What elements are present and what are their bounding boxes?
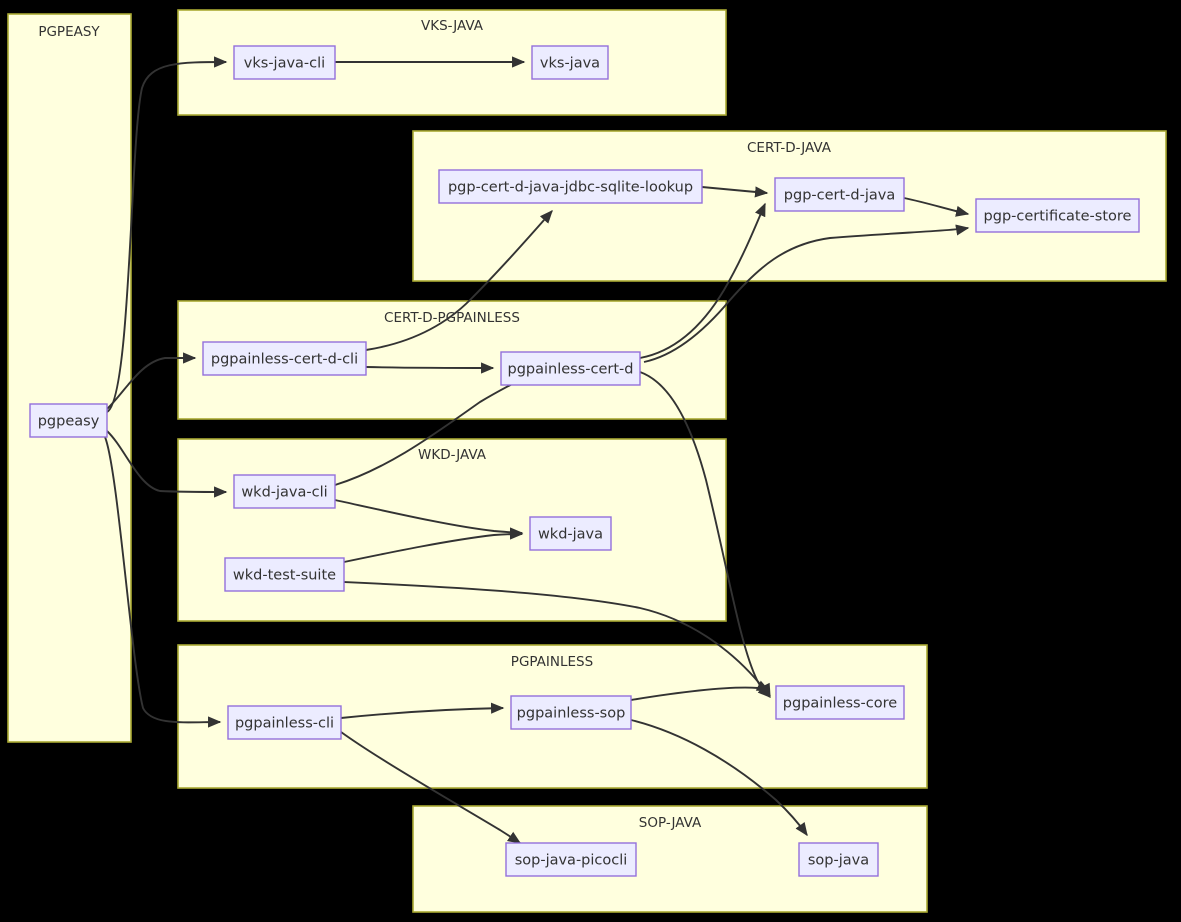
node-box-pgp-cert-d-java[interactable] (774, 177, 905, 212)
edge-pgpainless-cli-to-pgpainless-sop (340, 702, 505, 719)
edge-pgp-cert-d-java-jdbc-sqlite-lookup-to-pgp-cert-d-java (701, 186, 769, 198)
node-wkd-java-cli[interactable]: wkd-java-cli (233, 474, 336, 509)
edge-pgpeasy-to-pgpainless-cli (104, 436, 222, 728)
node-label-pgpeasy: pgpeasy (38, 414, 100, 430)
cluster-box-wkd-java (177, 438, 727, 622)
edge-pgpainless-cert-d-to-pgp-cert-d-java (639, 202, 766, 359)
edge-wkd-test-suite-to-wkd-java (343, 528, 524, 563)
node-label-pgp-cert-d-java: pgp-cert-d-java (784, 188, 895, 204)
node-pgp-certificate-store[interactable]: pgp-certificate-store (975, 198, 1140, 233)
node-label-pgp-certificate-store: pgp-certificate-store (984, 209, 1132, 225)
node-sop-java-picocli[interactable]: sop-java-picocli (505, 842, 637, 877)
node-pgpainless-cert-d[interactable]: pgpainless-cert-d (500, 351, 641, 386)
node-pgp-cert-d-java[interactable]: pgp-cert-d-java (774, 177, 905, 212)
node-label-pgpainless-cli: pgpainless-cli (235, 716, 334, 732)
edge-pgpainless-cert-d-cli-to-pgp-cert-d-java-jdbc-sqlite-lookup (365, 210, 553, 351)
edge-pgpainless-cli-to-sop-java-picocli (340, 731, 522, 844)
cluster-label-sop-java: SOP-JAVA (639, 815, 702, 831)
node-pgpeasy[interactable]: pgpeasy (29, 403, 108, 438)
node-box-pgpainless-sop[interactable] (510, 695, 632, 730)
node-box-sop-java[interactable] (798, 842, 879, 877)
node-pgpainless-cert-d-cli[interactable]: pgpainless-cert-d-cli (202, 341, 367, 376)
node-box-pgpainless-cli[interactable] (227, 705, 342, 740)
edge-pgpeasy-to-pgpainless-cert-d-cli (106, 352, 197, 410)
node-wkd-test-suite[interactable]: wkd-test-suite (224, 557, 345, 592)
node-label-wkd-java: wkd-java (538, 527, 603, 543)
node-label-sop-java-picocli: sop-java-picocli (515, 853, 628, 869)
node-label-vks-java-cli: vks-java-cli (244, 56, 325, 72)
cluster-label-cert-d-java: CERT-D-JAVA (747, 140, 832, 156)
edge-pgpainless-sop-to-sop-java (630, 719, 808, 837)
node-pgpainless-core[interactable]: pgpainless-core (775, 685, 905, 720)
cluster-label-cert-d-pgpainless: CERT-D-PGPAINLESS (384, 310, 520, 326)
node-box-pgp-cert-d-java-jdbc-sqlite-lookup[interactable] (438, 169, 703, 204)
node-box-pgpeasy[interactable] (29, 403, 108, 438)
node-box-vks-java-cli[interactable] (233, 45, 336, 80)
node-box-sop-java-picocli[interactable] (505, 842, 637, 877)
node-box-wkd-java[interactable] (529, 516, 612, 551)
node-box-wkd-test-suite[interactable] (224, 557, 345, 592)
cluster-label-vks-java: VKS-JAVA (421, 18, 484, 34)
cluster-pgpeasy: PGPEASY (7, 13, 132, 743)
node-vks-java[interactable]: vks-java (531, 45, 609, 80)
node-vks-java-cli[interactable]: vks-java-cli (233, 45, 336, 80)
node-pgp-cert-d-java-jdbc-sqlite-lookup[interactable]: pgp-cert-d-java-jdbc-sqlite-lookup (438, 169, 703, 204)
edge-pgpainless-sop-to-pgpainless-core (630, 680, 771, 701)
cluster-wkd-java: WKD-JAVA (177, 438, 727, 622)
node-box-pgpainless-cert-d[interactable] (500, 351, 641, 386)
node-label-vks-java: vks-java (540, 56, 600, 72)
edge-pgpainless-cert-d-to-pgp-certificate-store (643, 224, 970, 363)
node-box-wkd-java-cli[interactable] (233, 474, 336, 509)
cluster-box-pgpeasy (7, 13, 132, 743)
node-label-wkd-test-suite: wkd-test-suite (233, 568, 336, 584)
nodes-layer: pgpeasy vks-java-cli vks-java pgp-cert-d-ja… (29, 45, 1140, 877)
node-pgpainless-cli[interactable]: pgpainless-cli (227, 705, 342, 740)
node-box-pgpainless-core[interactable] (775, 685, 905, 720)
node-box-pgpainless-cert-d-cli[interactable] (202, 341, 367, 376)
node-label-pgpainless-core: pgpainless-core (783, 696, 897, 712)
node-label-pgpainless-cert-d: pgpainless-cert-d (508, 362, 634, 378)
cluster-label-wkd-java: WKD-JAVA (418, 447, 487, 463)
edge-pgp-cert-d-java-to-pgp-certificate-store (903, 197, 970, 217)
node-wkd-java[interactable]: wkd-java (529, 516, 612, 551)
node-label-pgpainless-sop: pgpainless-sop (517, 706, 626, 722)
edges-layer (104, 56, 970, 844)
node-label-wkd-java-cli: wkd-java-cli (241, 485, 327, 501)
node-sop-java[interactable]: sop-java (798, 842, 879, 877)
edge-pgpeasy-to-vks-java-cli (106, 56, 228, 413)
node-label-pgp-cert-d-java-jdbc-sqlite-lookup: pgp-cert-d-java-jdbc-sqlite-lookup (448, 180, 693, 196)
node-box-vks-java[interactable] (531, 45, 609, 80)
edge-pgpeasy-to-wkd-java-cli (106, 430, 228, 498)
node-pgpainless-sop[interactable]: pgpainless-sop (510, 695, 632, 730)
clusters-layer: PGPEASY VKS-JAVA CERT-D-JAVA CERT-D-PGPAINL… (7, 9, 1167, 913)
node-box-pgp-certificate-store[interactable] (975, 198, 1140, 233)
cluster-label-pgpeasy: PGPEASY (38, 24, 100, 40)
edge-pgpainless-cert-d-cli-to-pgpainless-cert-d (365, 362, 495, 374)
node-label-sop-java: sop-java (808, 853, 869, 869)
cluster-label-pgpainless: PGPAINLESS (511, 654, 593, 670)
node-label-pgpainless-cert-d-cli: pgpainless-cert-d-cli (211, 352, 358, 368)
